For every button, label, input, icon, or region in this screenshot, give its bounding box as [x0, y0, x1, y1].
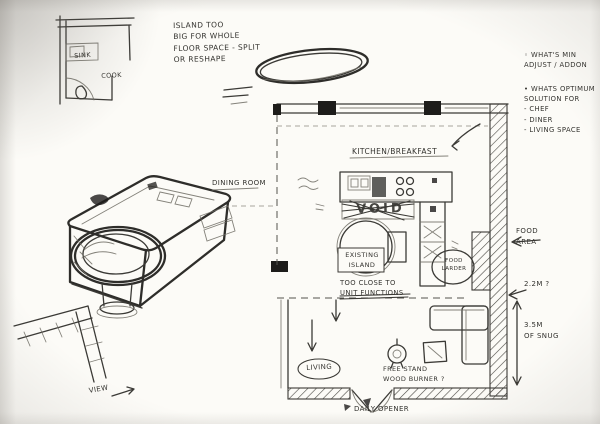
existing-island-plan [336, 217, 407, 277]
note-too-close: TOO CLOSE TO UNIT FUNCTIONS [340, 279, 404, 298]
island-perspective-sketch [67, 175, 236, 319]
corner-walls-sketch [13, 305, 107, 383]
dim-snug-label: 3.5M OF SNUG [524, 321, 559, 340]
sink-label: SINK [74, 50, 92, 60]
living-label: LIVING [306, 362, 333, 372]
note-wood-burner: FREE STAND WOOD BURNER ? [383, 365, 445, 383]
wood-burner-sketch [387, 338, 407, 369]
scribbles [211, 155, 459, 250]
note-island-too-big: ISLAND TOO BIG FOR WHOLE FLOOR SPACE - S… [173, 20, 261, 64]
equals-marks [222, 86, 253, 105]
corner-room-sketch [55, 15, 135, 105]
void-label: VOID [356, 201, 405, 217]
island-reshape-ellipse [255, 47, 369, 85]
dining-room-label: DINING ROOM [212, 179, 266, 187]
existing-island-label: EXISTING ISLAND [345, 251, 379, 270]
food-larder-oval [431, 249, 475, 285]
kitchen-counters [339, 171, 453, 287]
note-doors: DAILY OPENER [354, 405, 410, 413]
cook-label: COOK [101, 70, 123, 80]
food-larder-label: FOOD LARDER [441, 258, 467, 273]
plan-walls [271, 101, 509, 400]
dim-adjust-label: 2.2M ? [524, 280, 550, 288]
sofa-sketch [422, 305, 489, 365]
kitchen-breakfast-label: KITCHEN/BREAKFAST [352, 147, 438, 156]
arrows [111, 123, 541, 397]
note-whats-min: ◦ WHAT'S MIN ADJUST / ADDON [524, 51, 588, 70]
food-area-label: FOOD AREA [516, 227, 539, 246]
double-door-sketch [344, 389, 393, 413]
note-whats-optimum: • WHATS OPTIMUM SOLUTION FOR - CHEF - DI… [524, 85, 596, 134]
